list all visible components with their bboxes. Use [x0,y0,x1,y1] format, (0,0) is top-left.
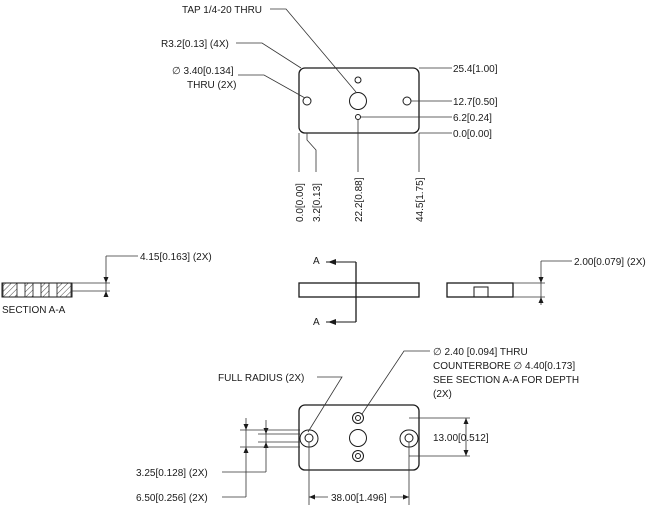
section-hatch-3 [40,282,50,298]
small-hole-bottom [355,114,361,120]
side-view: A A [298,256,420,328]
dim-13-00: 13.00[0.512] [433,433,489,444]
dim38-arrow-left [309,494,315,500]
cut-label-top: A [313,256,320,267]
thru-hole-left [302,96,312,106]
dim325-arrow-bottom [263,442,269,448]
dim-44-5: 44.5[1.75] [415,177,426,222]
dim650-arrow-top [243,424,249,430]
hole-dia-leader [238,74,306,99]
hole-dia-line1: ∅ 3.40[0.134] [172,66,234,77]
dim13-arrow-top [463,418,469,424]
end-view-outline [446,282,514,298]
end-thickness: 2.00[0.079] (2X) [574,257,646,268]
small-hole-top [354,76,362,84]
full-radius-leader [307,376,343,433]
dim-6-2: 6.2[0.24] [453,113,492,124]
counterbore-bottom [352,450,364,462]
hole-note-3: SEE SECTION A-A FOR DEPTH [433,375,579,386]
dim-25-4: 25.4[1.00] [453,64,498,75]
end-view: 2.00[0.079] (2X) [446,257,646,305]
dim-3-2: 3.2[0.13] [312,183,323,222]
dim-38-00: 38.00[1.496] [331,493,387,504]
tap-note: TAP 1/4-20 THRU [182,5,262,16]
top-view: TAP 1/4-20 THRU R3.2[0.13] (4X) ∅ 3.40[0… [161,5,498,222]
bottom-view-outline [298,404,420,471]
end-view-pocket [473,286,489,298]
section-hatch-2 [24,282,34,298]
dim325-arrow-top [263,428,269,434]
thru-hole-right [402,96,412,106]
bottom-view: FULL RADIUS (2X) ∅ 2.40 [0.094] THRU COU… [136,347,579,505]
slot-hole-right [404,433,414,443]
center-hole [349,429,367,447]
dim-0-0-right: 0.0[0.00] [453,129,492,140]
tap-leader [270,8,357,93]
hole-note-4: (2X) [433,389,452,400]
thick-arrow-bottom [538,297,544,303]
hole-note-2: COUNTERBORE ∅ 4.40[0.173] [433,361,575,372]
cut-label-bottom: A [313,317,320,328]
slot-hole-left [304,433,314,443]
dim-3-25: 3.25[0.128] (2X) [136,468,208,479]
top-view-outline [298,67,420,134]
section-hatch-1 [2,282,18,298]
section-a-a: 4.15[0.163] (2X) SECTION A-A [1,252,212,316]
dim38-text-bg [328,490,390,503]
hole-dia-line2: THRU (2X) [187,80,236,91]
radius-leader [236,42,302,69]
dim-0-0-bottom: 0.0[0.00] [295,183,306,222]
dim-12-7: 12.7[0.50] [453,97,498,108]
dim38-arrow-right [403,494,409,500]
section-label: SECTION A-A [2,305,66,316]
thick-arrow-top [538,277,544,283]
ord-line-3-2 [306,133,317,172]
corner-radius-note: R3.2[0.13] (4X) [161,39,229,50]
tapped-hole [349,92,367,110]
hole-note-1: ∅ 2.40 [0.094] THRU [433,347,528,358]
section-outline [1,282,73,298]
section-depth: 4.15[0.163] (2X) [140,252,212,263]
side-view-outline [298,282,420,298]
counterbore-bottom-thru [355,453,361,459]
cut-arrow-top-head [328,259,336,265]
dim-6-50: 6.50[0.256] (2X) [136,493,208,504]
dim13-arrow-bottom [463,450,469,456]
hole-note-leader [361,350,430,415]
counterbore-top-thru [355,415,361,421]
cut-arrow-bottom-head [328,319,336,325]
section-hatch-4 [56,282,72,298]
full-radius-note: FULL RADIUS (2X) [218,373,304,384]
dim-22-2: 22.2[0.88] [354,177,365,222]
dim650-arrow-bottom [243,447,249,453]
counterbore-top [352,412,364,424]
depth-arrow-top [103,277,109,283]
depth-arrow-bottom [103,291,109,297]
